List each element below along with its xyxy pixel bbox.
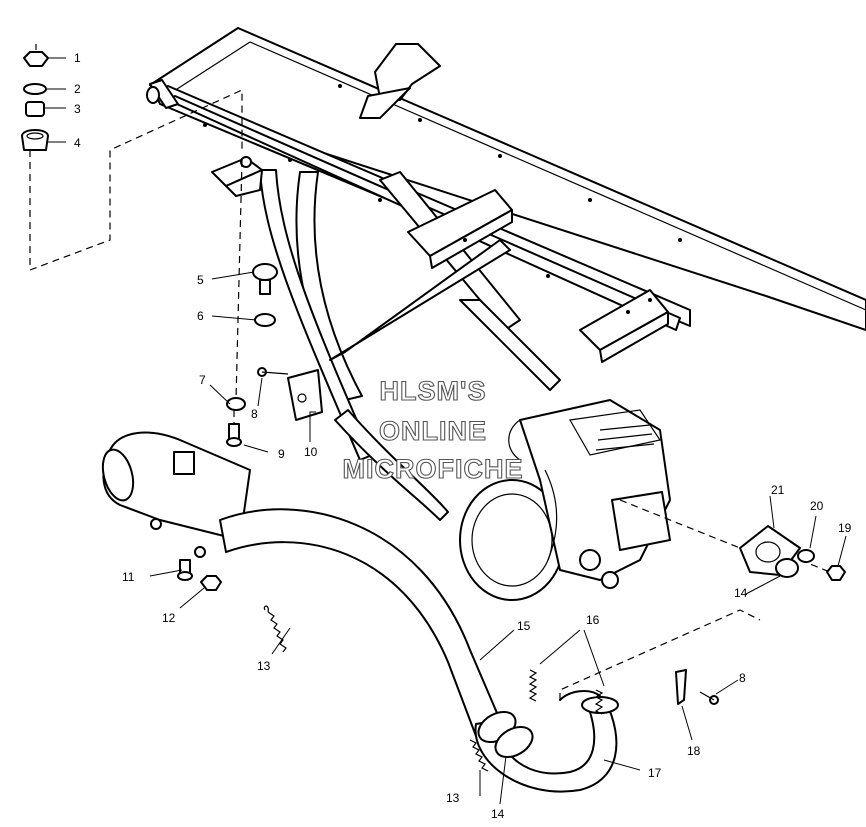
callout-6: 6 [197,309,204,323]
callout-5: 5 [197,273,204,287]
callout-14-lower: 14 [491,807,505,821]
callout-18: 18 [687,744,701,758]
watermark-line-1: HLSM'S [380,376,487,406]
bolt-8-upper [257,367,289,377]
callout-8-lower: 8 [739,671,746,685]
callout-1: 1 [74,51,81,65]
watermark-line-3: MICROFICHE [343,454,524,484]
reference-lines [29,89,831,700]
spring-13-lower [469,739,489,772]
nut-12 [200,575,222,591]
callout-3: 3 [74,102,81,116]
bolt-8-lower [699,691,719,705]
gasket-14-right [775,558,799,578]
washer-7 [226,397,246,411]
bolt-9 [226,423,242,447]
engine-block [459,399,671,601]
callout-labels: 1 2 3 4 5 6 7 8 9 10 11 12 13 13 14 14 1… [74,51,852,821]
nut-19 [826,565,846,581]
callout-8-upper: 8 [251,407,258,421]
callout-16: 16 [586,613,600,627]
callout-13-upper: 13 [257,659,271,673]
mount-washer [254,313,276,327]
watermark: HLSM'S ONLINE MICROFICHE [342,375,524,484]
callout-4: 4 [74,136,81,150]
callout-20: 20 [810,499,824,513]
callout-7: 7 [199,373,206,387]
callout-21: 21 [771,483,785,497]
callout-12: 12 [162,611,176,625]
springs-16 [528,669,604,715]
callout-9: 9 [278,447,285,461]
watermark-line-2: ONLINE [379,416,487,446]
muffler [101,431,251,558]
clip-18 [675,669,687,705]
spring-13-upper [263,605,287,653]
callout-13-lower: 13 [446,791,460,805]
callout-11: 11 [122,570,135,584]
exhaust-pipe [219,508,619,793]
frame-assembly [146,27,866,521]
callout-14-right: 14 [734,586,748,600]
rubber-mount [252,263,278,295]
leader-lines [44,57,847,805]
mount-hardware-stack [21,44,49,151]
callout-19: 19 [838,521,852,535]
callout-2: 2 [74,82,81,96]
callout-17: 17 [648,766,662,780]
callout-15: 15 [517,619,531,633]
bolt-11 [177,559,193,581]
callout-10: 10 [304,445,318,459]
